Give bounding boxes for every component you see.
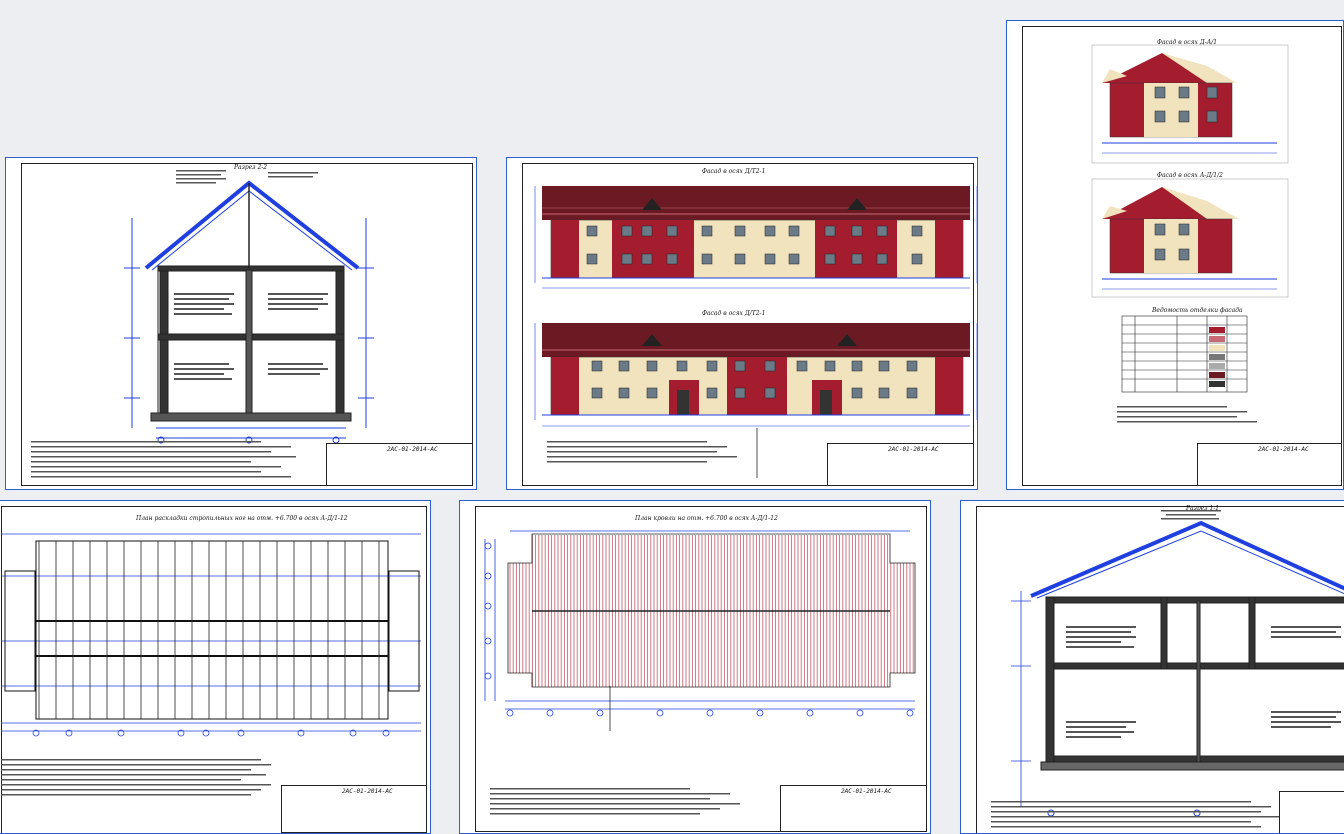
finish-table-title: Ведомость отделки фасада [1152,307,1243,314]
sheet-title: План кровли на отм. +6.700 в осях А-Д/1-… [635,515,778,522]
sheet-frame [475,506,927,832]
facade-side-top-title: Фасад в осях Д-А/1 [1157,39,1218,46]
facade-side-bottom-title: Фасад в осях А-Д/1/2 [1157,172,1223,179]
facade-top-title: Фасад в осях Д/Т2-1 [702,168,766,175]
sheet-roof-plan[interactable]: План кровли на отм. +6.700 в осях А-Д/1-… [459,500,931,834]
rafter-lines [4,540,420,720]
sheet-frame [522,163,974,486]
sheet-title: Разрез 2-2 [234,164,268,171]
sheet-title: Разрез 1-1 [1186,505,1220,512]
title-block: 2АС-01-2014-АС [281,785,427,833]
sheet-title: План раскладки стропильных ног на отм. +… [136,515,348,522]
title-block: 2АС-01-2014-АС [326,443,473,486]
section-2-2-drawing [31,170,374,478]
facade-top-windows [586,225,923,265]
sheet-side-facades[interactable]: Фасад в осях Д-А/1 Фасад в осях А-Д/1/2 … [1006,20,1344,490]
sheet-rafters-plan[interactable]: План раскладки стропильных ног на отм. +… [0,500,431,834]
drawing-code: 2АС-01-2014-АС [342,788,393,795]
drawing-code: 2АС-01-2014-АС [888,446,939,453]
sheet-frame [1,506,427,833]
title-block: 2АС-01-2014-АС [1197,443,1342,486]
facade-bottom-title: Фасад в осях Д/Т2-1 [702,310,766,317]
drawing-code: 2АС-01-2014-АС [1258,446,1309,453]
sheet-frame [976,506,1344,833]
title-block: 2АС-01-2014-АС [827,443,974,486]
sheet-section-1-1[interactable]: Разрез 1-1 [960,500,1344,834]
sheet-frame [1022,26,1342,486]
title-block [1279,791,1344,833]
drawing-code: 2АС-01-2014-АС [387,446,438,453]
facade-bottom-windows [591,360,918,399]
sheet-facades[interactable]: Фасад в осях Д/Т2-1 Фасад в осях Д/Т2-1 [506,157,978,490]
finish-table [1121,315,1248,393]
sheet-frame [21,163,473,486]
roof-plan-drawing [484,530,916,815]
drawing-code: 2АС-01-2014-АС [841,788,892,795]
facades-drawing [534,186,977,478]
side-facades-drawing [1091,44,1289,423]
rafters-plan-drawing [1,533,421,796]
sheet-section-2-2[interactable]: Разрез 2-2 [5,157,477,490]
section-1-1-drawing [991,510,1344,828]
title-block: 2АС-01-2014-АС [780,785,927,832]
